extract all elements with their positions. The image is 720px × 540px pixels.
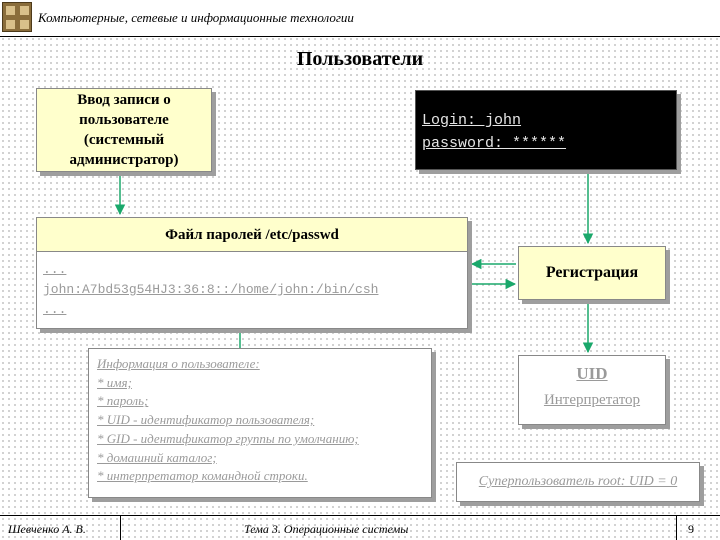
user-info-line: * UID - идентификатор пользователя; xyxy=(97,412,315,428)
uid-box: UID Интерпретатор xyxy=(518,355,666,425)
superuser-box: Суперпользователь root: UID = 0 xyxy=(456,462,700,502)
passwd-line: ... xyxy=(43,262,67,277)
login-line: Login: john xyxy=(422,112,522,129)
user-info-line: * пароль; xyxy=(97,393,149,409)
user-info-line: * GID - идентификатор группы по умолчани… xyxy=(97,430,359,446)
header-title: Компьютерные, сетевые и информационные т… xyxy=(38,10,354,25)
user-info-line: * домашний каталог; xyxy=(97,449,217,465)
user-info-line: * интерпретатор командной строки. xyxy=(97,468,308,484)
footer-divider xyxy=(0,515,720,516)
passwd-file-body: ... john:A7bd53g54HJ3:36:8::/home/john:/… xyxy=(36,251,468,329)
uid-title: UID xyxy=(576,364,608,383)
footer-separator xyxy=(676,515,677,540)
page-number: 9 xyxy=(688,522,694,536)
admin-entry-box: Ввод записи о пользователе (системный ад… xyxy=(36,88,212,172)
footer-separator xyxy=(120,515,121,540)
user-info-line: * имя; xyxy=(97,374,132,390)
uid-subtitle: Интерпретатор xyxy=(543,392,641,408)
user-info-box: Информация о пользователе: * имя; * паро… xyxy=(88,348,432,498)
passwd-line: john:A7bd53g54HJ3:36:8::/home/john:/bin/… xyxy=(43,282,379,297)
password-line: password: ****** xyxy=(422,135,567,152)
passwd-line: ... xyxy=(43,302,67,317)
admin-entry-text: Ввод записи о пользователе (системный ад… xyxy=(69,92,179,168)
logo-icon xyxy=(2,2,32,32)
superuser-text: Суперпользователь root: UID = 0 xyxy=(478,474,678,489)
user-info-line: Информация о пользователе: xyxy=(97,356,260,371)
footer-author: Шевченко А. В. xyxy=(8,522,86,536)
registration-label: Регистрация xyxy=(545,264,639,281)
passwd-file-header: Файл паролей /etc/passwd xyxy=(36,217,468,251)
login-terminal-box: Login: john password: ****** xyxy=(415,90,677,170)
header-bar: Компьютерные, сетевые и информационные т… xyxy=(0,0,720,37)
passwd-file-title: Файл паролей /etc/passwd xyxy=(165,227,339,243)
page-title: Пользователи xyxy=(296,48,424,70)
registration-box: Регистрация xyxy=(518,246,666,300)
footer-topic: Тема 3. Операционные системы xyxy=(244,522,409,536)
